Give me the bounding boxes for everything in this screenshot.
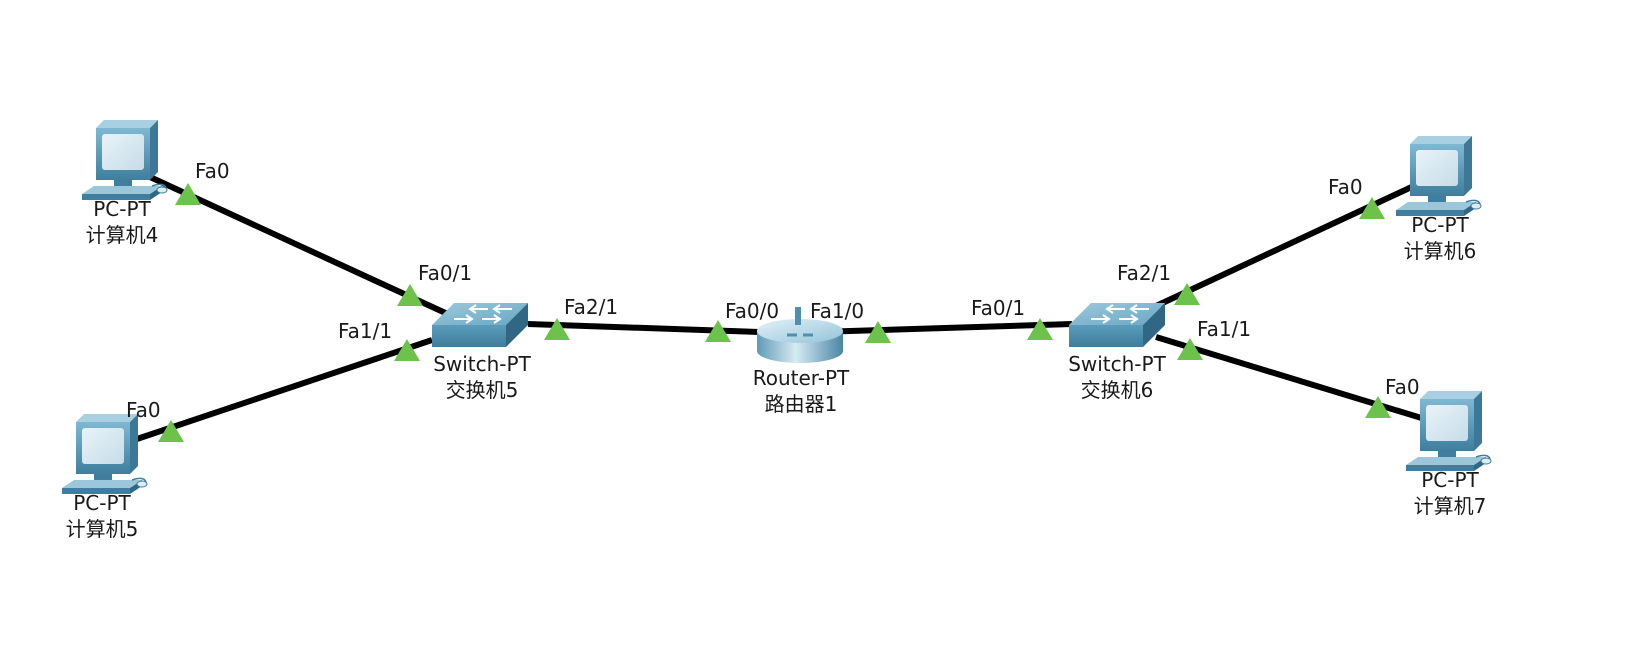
device-name: 计算机5 [66,517,139,541]
port-label-pc5-fa0: Fa0 [126,398,161,422]
port-label-sw5-fa1-1: Fa1/1 [338,319,392,343]
port-labels: Fa0 Fa0/1 Fa0 Fa1/1 Fa2/1 Fa0/0 Fa1/0 Fa… [126,159,1420,422]
device-pc5[interactable]: PC-PT 计算机5 [61,413,148,541]
device-type-label: PC-PT [93,197,151,221]
device-type-label: Switch-PT [433,352,531,376]
device-name: 路由器1 [765,392,838,416]
pc-icon [61,413,148,495]
link-pc5-sw5[interactable] [127,337,433,445]
device-pc7[interactable]: PC-PT 计算机7 [1405,390,1492,518]
port-label-pc7-fa0: Fa0 [1385,375,1420,399]
device-router1[interactable]: Router-PT 路由器1 [753,305,850,416]
port-status-triangle [1027,318,1053,340]
port-status-triangle [544,318,570,340]
links [127,174,1429,445]
device-name: 计算机4 [86,223,159,247]
port-label-pc6-fa0: Fa0 [1328,175,1363,199]
device-name: 交换机6 [1081,378,1154,402]
device-name: 交换机5 [446,378,519,402]
device-name: 计算机6 [1404,239,1477,263]
port-label-pc4-fa0: Fa0 [195,159,230,183]
device-type-label: Switch-PT [1068,352,1166,376]
device-switch5[interactable]: Switch-PT 交换机5 [431,302,532,402]
device-type-label: PC-PT [1411,213,1469,237]
device-switch6[interactable]: Switch-PT 交换机6 [1068,302,1167,402]
link-router1-sw6[interactable] [817,321,1073,335]
port-label-sw6-fa0-1: Fa0/1 [971,296,1025,320]
device-pc4[interactable]: PC-PT 计算机4 [81,119,168,247]
port-label-router1-fa0-0: Fa0/0 [725,299,779,323]
device-name: 计算机7 [1414,494,1487,518]
port-status-triangle [175,183,201,205]
port-label-sw6-fa1-1: Fa1/1 [1197,317,1251,341]
link-pc4-sw5[interactable] [148,174,454,319]
pc-icon [1395,135,1482,217]
port-label-sw5-fa0-1: Fa0/1 [418,261,472,285]
link-sw6-pc6[interactable] [1154,181,1420,309]
pc-icon [81,119,168,201]
port-label-sw5-fa2-1: Fa2/1 [564,295,618,319]
device-type-label: Router-PT [753,366,850,390]
device-pc6[interactable]: PC-PT 计算机6 [1395,135,1482,263]
switch-icon [1068,302,1166,348]
link-sw5-router1[interactable] [527,321,791,336]
port-label-router1-fa1-0: Fa1/0 [810,299,864,323]
switch-icon [431,302,529,348]
port-label-sw6-fa2-1: Fa2/1 [1117,261,1171,285]
device-type-label: PC-PT [73,491,131,515]
pc-icon [1405,390,1492,472]
device-type-label: PC-PT [1421,468,1479,492]
